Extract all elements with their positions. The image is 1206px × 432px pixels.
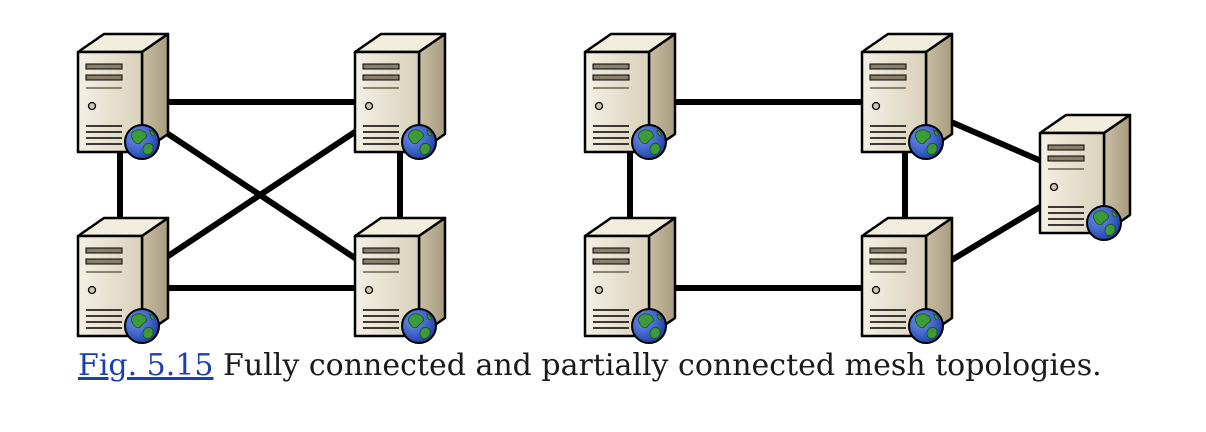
server-node-e [1038, 113, 1132, 241]
globe-icon [124, 124, 160, 160]
globe-icon [631, 124, 667, 160]
server-node-d [860, 216, 954, 344]
mesh-topology-diagram [76, 32, 1132, 344]
partially-connected-mesh [583, 32, 1132, 344]
server-node-d [353, 216, 447, 344]
globe-icon [401, 308, 437, 344]
globe-icon [908, 308, 944, 344]
server-node-c [583, 216, 677, 344]
globe-icon [401, 124, 437, 160]
globe-icon [908, 124, 944, 160]
fully-connected-mesh [76, 32, 447, 344]
globe-icon [124, 308, 160, 344]
figure-link[interactable]: Fig. 5.15 [78, 348, 214, 383]
globe-icon [631, 308, 667, 344]
caption-text: Fully connected and partially connected … [213, 348, 1102, 383]
server-node-b [860, 32, 954, 160]
figure-caption: Fig. 5.15 Fully connected and partially … [78, 348, 1102, 383]
server-node-a [76, 32, 170, 160]
globe-icon [1086, 205, 1122, 241]
server-node-c [76, 216, 170, 344]
server-node-b [353, 32, 447, 160]
server-node-a [583, 32, 677, 160]
